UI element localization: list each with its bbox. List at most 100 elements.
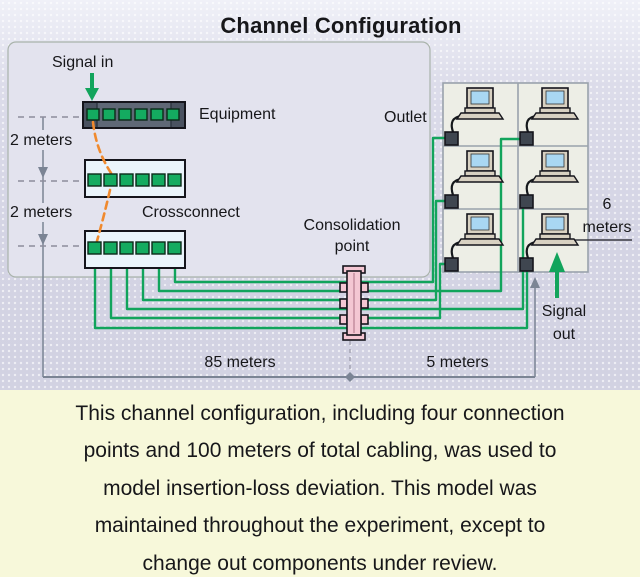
keyboard-icon <box>455 175 505 183</box>
connector-tab-icon <box>360 298 369 309</box>
patch-cord-crossconnect-to-crossconnect <box>95 188 112 243</box>
signal-out-arrowhead-icon <box>549 252 565 272</box>
equipment-label: Equipment <box>199 106 276 123</box>
signal-out-arrow-icon <box>555 270 559 298</box>
connector-tab-icon <box>339 298 348 309</box>
connector-tab-icon <box>360 314 369 325</box>
six-meters-label-line1: 6 <box>602 196 612 213</box>
two-meters-label-1: 2 meters <box>10 132 73 149</box>
workstation-cell <box>519 213 580 272</box>
outlet-icon <box>444 194 459 209</box>
crossconnect2-ports <box>87 241 182 255</box>
workstation-cell <box>444 213 505 272</box>
caption-line: This channel configuration, including fo… <box>75 402 565 425</box>
workstation-cell <box>519 87 580 146</box>
screen-icon <box>545 153 565 168</box>
diagram-graphics <box>7 41 632 382</box>
port-icon <box>87 241 102 255</box>
eightyfive-meters-label: 85 meters <box>204 354 276 371</box>
outlet-icon <box>444 131 459 146</box>
six-meters-label-line2: meters <box>582 219 632 236</box>
caption-line: points and 100 meters of total cabling, … <box>83 439 557 463</box>
outlet-icon <box>519 194 534 209</box>
caption-line: model insertion-loss deviation. This mod… <box>103 476 537 500</box>
workstation-cell <box>519 150 580 209</box>
signal-arrows <box>85 73 565 298</box>
cable-run-row2-col2 <box>125 201 525 311</box>
diamond-marker-icon <box>345 372 355 382</box>
signal-out-label-line1: Signal <box>541 303 587 320</box>
workstation-cell <box>444 87 505 146</box>
signal-out-label: Signal out <box>534 300 594 346</box>
keyboard-icon <box>530 112 580 120</box>
outlet-label: Outlet <box>384 109 427 126</box>
arrow-down-icon <box>38 234 48 245</box>
port-icon <box>151 241 166 255</box>
outlet-icon <box>519 257 534 272</box>
screen-icon <box>470 90 490 105</box>
cable-run-row3-col1 <box>109 262 449 320</box>
port-icon <box>134 108 148 121</box>
outlet-icon <box>444 257 459 272</box>
five-meters-label: 5 meters <box>426 354 489 371</box>
port-icon <box>167 241 182 255</box>
patch-cords <box>91 120 113 243</box>
screen-icon <box>470 153 490 168</box>
cable-run-row1-col1 <box>173 136 449 284</box>
keyboard-icon <box>455 112 505 120</box>
screen-icon <box>545 90 565 105</box>
channel-configuration-diagram: Channel Configuration Signal in Equipmen… <box>0 0 640 390</box>
signal-in-arrow-icon <box>90 73 94 89</box>
port-icon <box>103 241 118 255</box>
port-icon <box>119 241 134 255</box>
arrow-down-icon <box>38 167 48 178</box>
consolidation-point-connector <box>339 265 369 341</box>
figure-caption: This channel configuration, including fo… <box>0 390 640 577</box>
crossconnect1-ports <box>87 173 182 187</box>
port-icon <box>135 241 150 255</box>
keyboard-icon <box>455 238 505 246</box>
cable-run-row3-col2 <box>93 263 529 330</box>
keyboard-icon <box>530 175 580 183</box>
two-meters-label-2: 2 meters <box>10 204 73 221</box>
patch-cord-equipment-to-crossconnect <box>91 120 113 175</box>
workstations <box>444 87 580 272</box>
caption-line: change out components under review. <box>142 551 498 575</box>
consolidation-point-label: Consolidation point <box>287 215 417 257</box>
diagram-panel <box>7 41 431 278</box>
port-icon <box>103 173 118 187</box>
cable-run-row1-col2 <box>157 137 524 293</box>
workstation-cell <box>444 150 505 209</box>
cable-run-row2-col1 <box>141 199 449 302</box>
caption-line: maintained throughout the experiment, ex… <box>94 514 546 538</box>
port-icon <box>150 108 164 121</box>
equipment-ports <box>86 108 180 121</box>
port-icon <box>151 173 166 187</box>
monitor-stand-icon <box>464 170 496 177</box>
monitor-stand-icon <box>539 170 571 177</box>
monitor-stand-icon <box>464 233 496 240</box>
port-icon <box>102 108 116 121</box>
screen-icon <box>470 216 490 231</box>
outlet-icon <box>519 131 534 146</box>
port-icon <box>118 108 132 121</box>
port-icon <box>167 173 182 187</box>
connector-tab-icon <box>339 282 348 293</box>
signal-out-label-line2: out <box>552 326 576 343</box>
port-icon <box>166 108 180 121</box>
port-icon <box>135 173 150 187</box>
monitor-stand-icon <box>464 107 496 114</box>
signal-in-label: Signal in <box>52 54 114 71</box>
port-icon <box>87 173 102 187</box>
cable-runs <box>93 136 529 330</box>
monitor-stand-icon <box>539 107 571 114</box>
consolidation-point-label-line2: point <box>334 238 370 255</box>
page-title: Channel Configuration <box>220 13 462 38</box>
signal-in-arrowhead-icon <box>85 88 99 101</box>
keyboard-icon <box>530 238 580 246</box>
port-icon <box>86 108 100 121</box>
screen-icon <box>545 216 565 231</box>
arrow-up-icon <box>530 277 540 288</box>
crossconnect-label: Crossconnect <box>142 204 240 221</box>
